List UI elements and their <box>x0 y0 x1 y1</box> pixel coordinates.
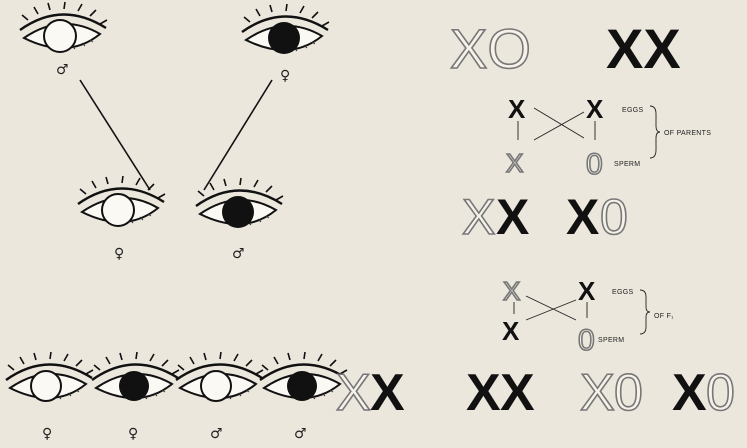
eggs-label: EGGS <box>612 289 633 296</box>
f1-genotype-xx: X X <box>462 189 529 245</box>
iris-white <box>44 20 76 52</box>
iris-white <box>102 194 134 226</box>
male-symbol: ♂ <box>56 62 69 78</box>
svg-text:X: X <box>370 364 405 422</box>
sperm-label: SPERM <box>598 337 624 344</box>
gamete-x-bold: X <box>502 316 520 346</box>
male-symbol: ♂ <box>210 426 223 442</box>
f2-genotype-2: X X <box>466 364 535 422</box>
brace <box>650 106 660 158</box>
parents-note: OF PARENTS <box>664 130 711 137</box>
female-symbol: ♀ <box>42 426 52 442</box>
parent-gamete-cross: X X X 0 EGGS SPERM OF PARENTS <box>506 94 711 181</box>
svg-text:X: X <box>462 189 495 245</box>
eggs-label: EGGS <box>622 107 643 114</box>
iris-white <box>201 371 231 401</box>
iris-black <box>222 196 254 228</box>
f1-genotype-xo: X 0 <box>566 189 628 245</box>
cross-line-left <box>80 80 150 190</box>
sperm-label: SPERM <box>614 161 640 168</box>
parent-male-eye-white <box>20 2 107 52</box>
gamete-o-outline: 0 <box>578 324 595 357</box>
female-symbol: ♀ <box>280 68 290 84</box>
f2-genotype-1: X X <box>336 364 405 422</box>
f2-eye-2-black <box>92 352 179 401</box>
male-symbol: ♂ <box>232 246 245 262</box>
svg-text:X: X <box>566 189 599 245</box>
parent-female-eye-black <box>242 4 329 54</box>
f2-genotype-4: X 0 <box>672 364 735 422</box>
f2-eye-1-white <box>6 352 93 401</box>
brace <box>640 290 650 334</box>
svg-text:X: X <box>466 364 501 422</box>
iris-white <box>31 371 61 401</box>
cross-line-right <box>204 80 272 190</box>
iris-black <box>287 371 317 401</box>
svg-text:X: X <box>580 364 615 422</box>
f2-eye-3-white <box>176 352 263 401</box>
iris-black <box>119 371 149 401</box>
f2-eye-4-black <box>260 352 347 401</box>
f1-note: OF F₁ <box>654 313 674 320</box>
svg-text:X: X <box>496 189 529 245</box>
f1-gamete-cross: X X X 0 EGGS SPERM OF F₁ <box>502 276 674 357</box>
f1-male-eye-black <box>196 178 283 228</box>
female-symbol: ♀ <box>128 426 138 442</box>
svg-text:X: X <box>336 364 371 422</box>
svg-text:0: 0 <box>614 364 643 422</box>
svg-text:X: X <box>672 364 707 422</box>
svg-text:X: X <box>500 364 535 422</box>
gamete-x-bold: X <box>586 94 604 124</box>
gamete-x-bold: X <box>508 94 526 124</box>
parent-genotype-xx: XX <box>606 17 681 80</box>
gamete-x-outline: X <box>506 148 523 178</box>
iris-black <box>268 22 300 54</box>
gamete-x-outline: X <box>503 276 520 306</box>
gamete-o-outline: 0 <box>586 148 603 181</box>
gamete-x-bold: X <box>578 276 596 306</box>
parent-genotype-xo: XO <box>450 17 531 80</box>
f2-genotype-3: X 0 <box>580 364 643 422</box>
male-symbol: ♂ <box>294 426 307 442</box>
f1-female-eye-white <box>78 176 165 226</box>
svg-text:0: 0 <box>600 189 628 245</box>
female-symbol: ♀ <box>114 246 124 262</box>
svg-text:0: 0 <box>706 364 735 422</box>
